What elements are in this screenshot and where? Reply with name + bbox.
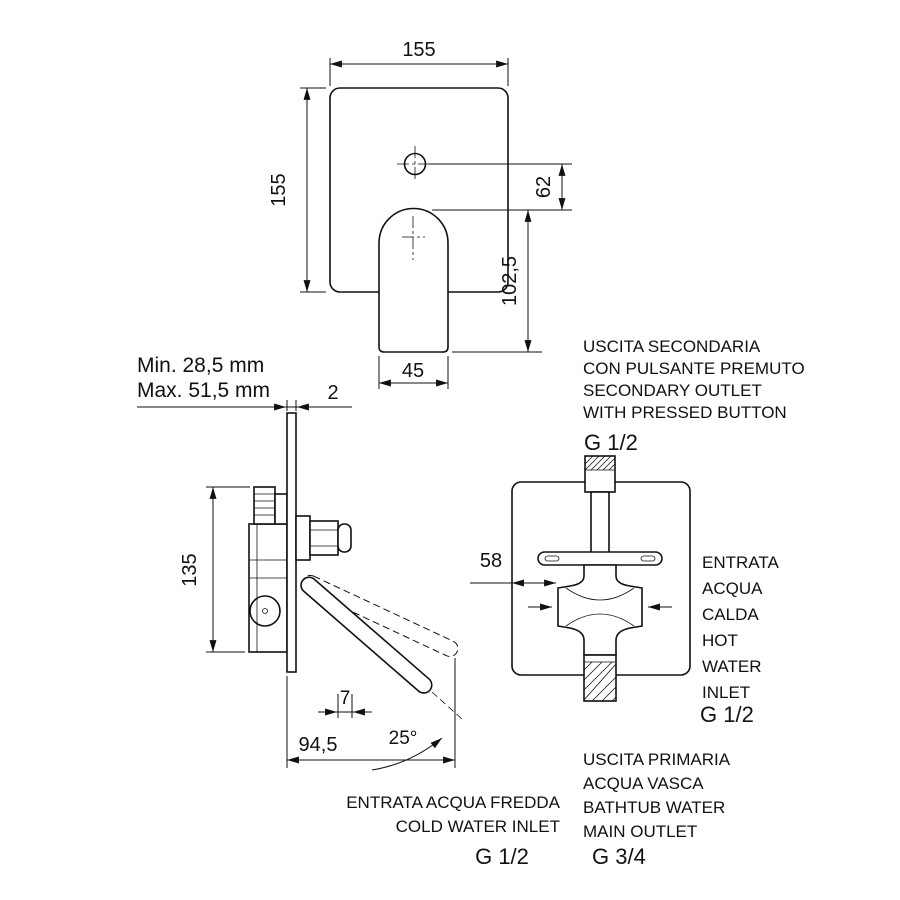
dim-center-offset: 58 [470,550,556,587]
hot-inlet-line-1: ENTRATA [702,553,779,572]
dim-lever-angle-label: 25° [389,728,418,749]
main-outlet-line-2: ACQUA VASCA [583,774,704,793]
hot-inlet-annotation: ENTRATA ACQUA CALDA HOT WATER INLET G 1/… [700,553,779,727]
dim-reach-label: 94,5 [299,734,338,756]
thread-hatch-bottom [583,661,617,702]
dim-reach: 94,5 [286,658,456,768]
dim-plate-thickness-label: 2 [327,382,338,404]
depth-max-label: Max. 51,5 mm [137,379,270,402]
dim-plate-thickness: 2 [137,382,352,411]
secondary-outlet-line-2: CON PULSANTE PREMUTO [583,359,805,378]
dim-body-height: 135 [179,486,250,653]
rear-view: 58 USCITA SECONDARIA CON PULSANTE PREMUT… [346,337,804,869]
side-plate [286,412,297,673]
hot-inlet-line-5: WATER [702,657,762,676]
cold-inlet-thread: G 1/2 [475,844,529,869]
dim-plate-height: 155 [268,87,326,293]
side-handle-hub [295,515,352,561]
secondary-outlet-pipe [584,455,616,555]
depth-min-label: Min. 28,5 mm [137,354,264,377]
secondary-outlet-line-4: WITH PRESSED BUTTON [583,403,787,422]
main-outlet-pipe [583,654,617,702]
dim-plate-height-label: 155 [268,173,290,206]
dim-tip-offset: 7 [318,688,372,718]
main-outlet-annotation: USCITA PRIMARIA ACQUA VASCA BATHTUB WATE… [583,750,731,869]
side-view: Min. 28,5 mm Max. 51,5 mm 2 135 7 [137,354,463,771]
cold-inlet-line-1: ENTRATA ACQUA FREDDA [346,793,560,812]
hot-inlet-line-4: HOT [702,631,738,650]
mounting-bracket [537,551,663,566]
hole-center-mark [397,146,433,182]
dim-hole-offset: 62 [429,163,572,211]
dim-spout-length: 102,5 [452,210,542,353]
dim-spout-width-label: 45 [402,360,424,382]
dim-hole-offset-label: 62 [533,176,555,198]
recess-depth-note: Min. 28,5 mm Max. 51,5 mm [137,354,270,402]
side-valve-body [248,486,288,653]
dim-body-height-label: 135 [179,553,201,586]
dim-center-offset-label: 58 [480,550,502,572]
secondary-outlet-line-3: SECONDARY OUTLET [583,381,762,400]
front-view: 155 155 62 102,5 45 [268,39,572,389]
main-outlet-line-3: BATHTUB WATER [583,798,725,817]
valve-body-detail [565,587,635,627]
main-outlet-line-4: MAIN OUTLET [583,822,697,841]
hot-inlet-line-2: ACQUA [702,579,763,598]
hot-inlet-thread: G 1/2 [700,702,754,727]
dim-plate-width-label: 155 [402,39,435,61]
dim-lever-angle: 25° [371,728,443,771]
thread-hatch [254,493,275,516]
cold-inlet-annotation: ENTRATA ACQUA FREDDA COLD WATER INLET G … [346,793,560,869]
spout-center-mark [402,216,425,260]
dim-spout-length-label: 102,5 [499,256,521,306]
hot-inlet-line-3: CALDA [702,605,759,624]
main-outlet-thread: G 3/4 [592,844,646,869]
dim-tip-offset-label: 7 [340,688,351,709]
cold-inlet-line-2: COLD WATER INLET [396,817,560,836]
screw-hole [403,152,427,176]
side-lever [300,576,433,694]
lever-axis-extension [431,691,463,720]
dim-plate-width: 155 [329,39,509,86]
main-outlet-line-1: USCITA PRIMARIA [583,750,731,769]
thread-hatch-top [584,455,616,471]
secondary-outlet-annotation: USCITA SECONDARIA CON PULSANTE PREMUTO S… [583,337,805,455]
spout-front [378,207,449,353]
dim-spout-width: 45 [378,356,449,389]
side-port-circle [249,595,281,627]
secondary-outlet-thread: G 1/2 [584,430,638,455]
rear-valve-body [557,564,643,656]
secondary-outlet-line-1: USCITA SECONDARIA [583,337,761,356]
hot-inlet-line-6: INLET [702,683,750,702]
